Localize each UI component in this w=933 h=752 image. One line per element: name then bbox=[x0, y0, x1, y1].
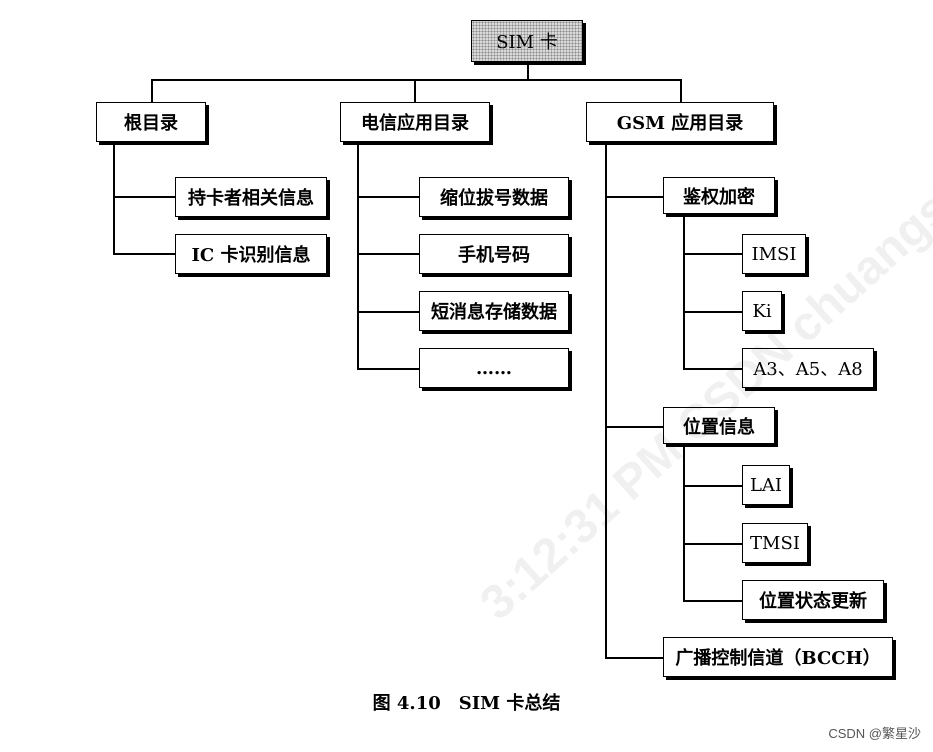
node-location-status-update: 位置状态更新 bbox=[742, 580, 884, 620]
node-location-info: 位置信息 bbox=[663, 407, 775, 444]
node-tmsi: TMSI bbox=[742, 523, 808, 563]
node-cardholder-info: 持卡者相关信息 bbox=[175, 177, 327, 217]
source-credit: CSDN @繁星沙 bbox=[828, 726, 921, 741]
node-gsm-app-directory: GSM 应用目录 bbox=[586, 102, 774, 142]
node-authentication-encryption: 鉴权加密 bbox=[663, 177, 775, 214]
node-a3-a5-a8: A3、A5、A8 bbox=[742, 348, 874, 388]
node-sms-storage-data: 短消息存储数据 bbox=[419, 291, 569, 331]
node-telecom-app-directory: 电信应用目录 bbox=[340, 102, 490, 142]
node-ki: Ki bbox=[742, 291, 782, 331]
node-root-directory: 根目录 bbox=[96, 102, 206, 142]
node-lai: LAI bbox=[742, 465, 790, 505]
node-ic-card-id-info: IC 卡识别信息 bbox=[175, 234, 327, 274]
node-abbreviated-dialing-data: 缩位拔号数据 bbox=[419, 177, 569, 217]
root-node-sim-card: SIM 卡 bbox=[471, 20, 583, 62]
node-ellipsis: …… bbox=[419, 348, 569, 388]
node-bcch: 广播控制信道（BCCH） bbox=[663, 637, 893, 677]
figure-caption: 图 4.10 SIM 卡总结 bbox=[372, 693, 561, 714]
node-imsi: IMSI bbox=[742, 234, 806, 274]
node-phone-number: 手机号码 bbox=[419, 234, 569, 274]
